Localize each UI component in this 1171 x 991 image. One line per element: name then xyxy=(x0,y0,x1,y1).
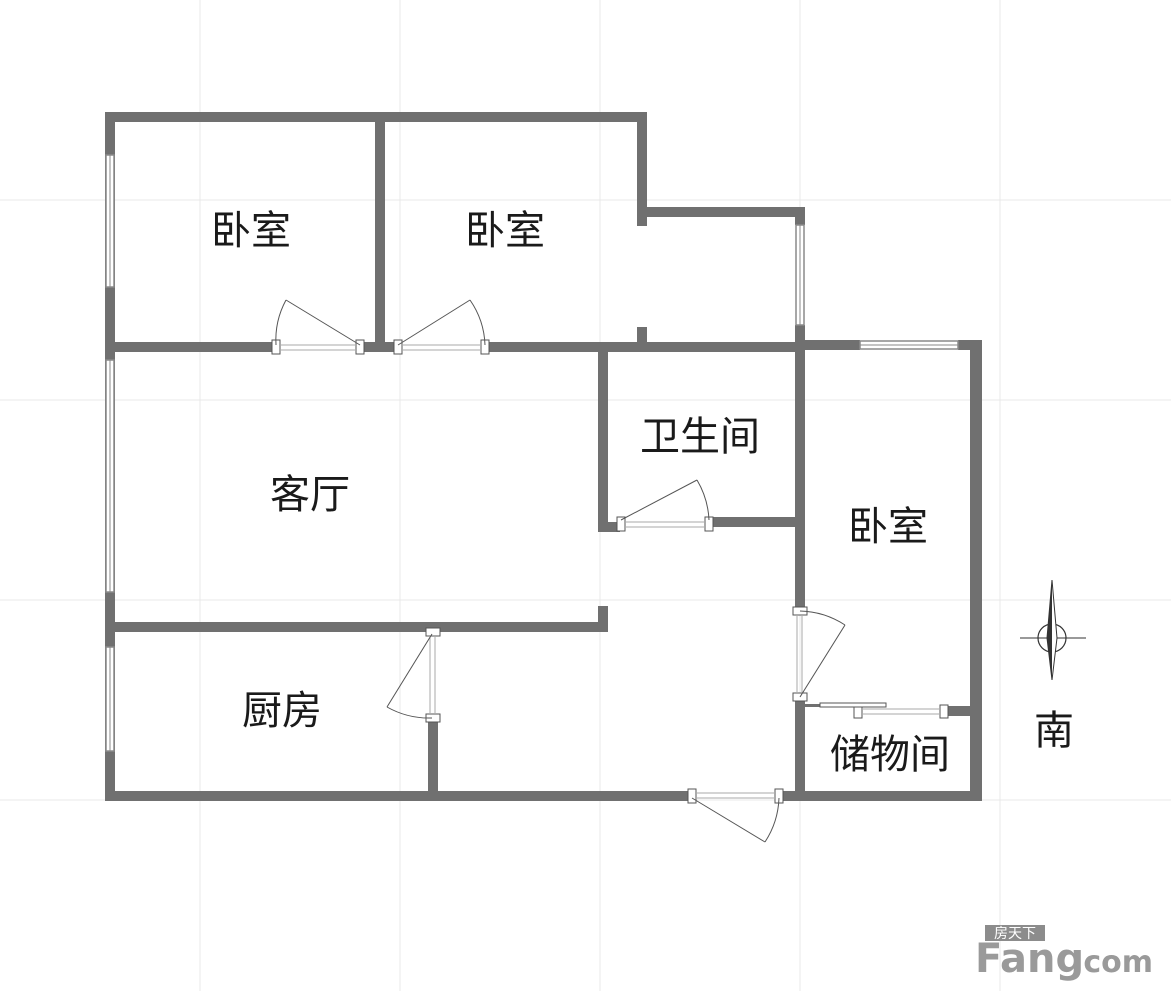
room-label-bedroom-n: 卧室 xyxy=(465,208,545,254)
door-entry xyxy=(687,788,784,843)
walls xyxy=(105,112,982,801)
watermark-logo: 房天下 Fang .com xyxy=(975,925,1153,982)
door-kitchen xyxy=(386,627,441,723)
room-label-bathroom: 卫生间 xyxy=(640,414,760,460)
room-labels: 卧室 卧室 卫生间 客厅 卧室 厨房 储物间 xyxy=(211,208,950,778)
window-panes xyxy=(109,155,958,751)
door-e-bedroom xyxy=(792,606,846,702)
room-label-living-room: 客厅 xyxy=(270,472,350,518)
watermark-brand: Fang xyxy=(975,936,1084,982)
watermark-domain: .com xyxy=(1072,945,1153,980)
room-label-bedroom-nw: 卧室 xyxy=(211,208,291,254)
door-bathroom xyxy=(616,479,714,532)
room-label-kitchen: 厨房 xyxy=(242,688,322,734)
watermark-small-text: 房天下 xyxy=(994,926,1036,942)
doors xyxy=(271,299,949,843)
room-label-bedroom-e: 卧室 xyxy=(848,504,928,550)
door-nw-bedroom xyxy=(271,299,365,355)
compass-label: 南 xyxy=(1034,708,1074,754)
room-label-storage: 储物间 xyxy=(830,732,950,778)
door-n-bedroom xyxy=(393,299,490,355)
door-storage xyxy=(819,702,949,719)
compass-arrow-icon xyxy=(1020,579,1086,681)
